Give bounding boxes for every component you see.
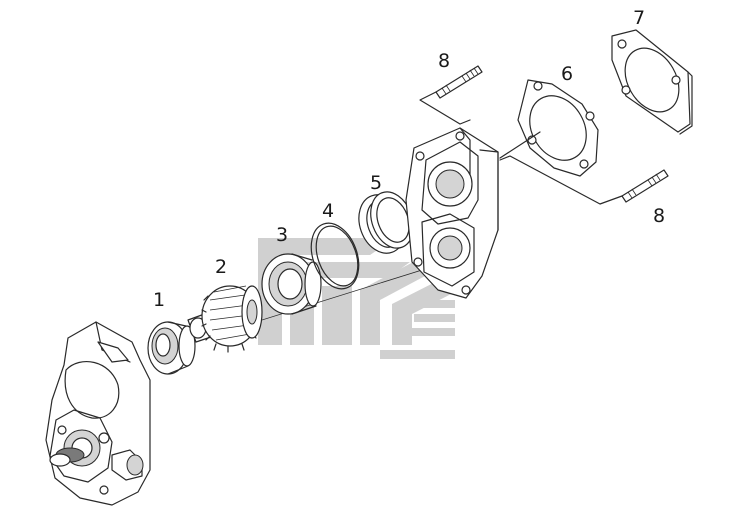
part-1-ball-bearing <box>147 321 196 375</box>
callout-5: 5 <box>370 172 382 194</box>
callout-3: 3 <box>276 224 288 246</box>
callout-4: 4 <box>322 200 334 222</box>
callout-8-lower: 8 <box>653 205 665 227</box>
callout-2: 2 <box>215 256 227 278</box>
part-3-ball-bearing <box>261 253 322 315</box>
part-8-stud-upper <box>419 65 483 125</box>
part-4-o-ring <box>310 222 360 290</box>
callout-7: 7 <box>633 7 645 29</box>
part-7-end-cover <box>611 29 693 135</box>
callout-8-upper: 8 <box>438 50 450 72</box>
part-5-seal-ring <box>358 191 414 254</box>
pump-housing <box>45 321 151 506</box>
pump-cover-plate <box>405 127 499 299</box>
callout-6: 6 <box>561 63 573 85</box>
callout-1: 1 <box>153 289 165 311</box>
part-8-stud-lower <box>499 131 669 205</box>
part-6-gasket <box>517 79 599 177</box>
part-2-drive-gear <box>187 285 263 353</box>
